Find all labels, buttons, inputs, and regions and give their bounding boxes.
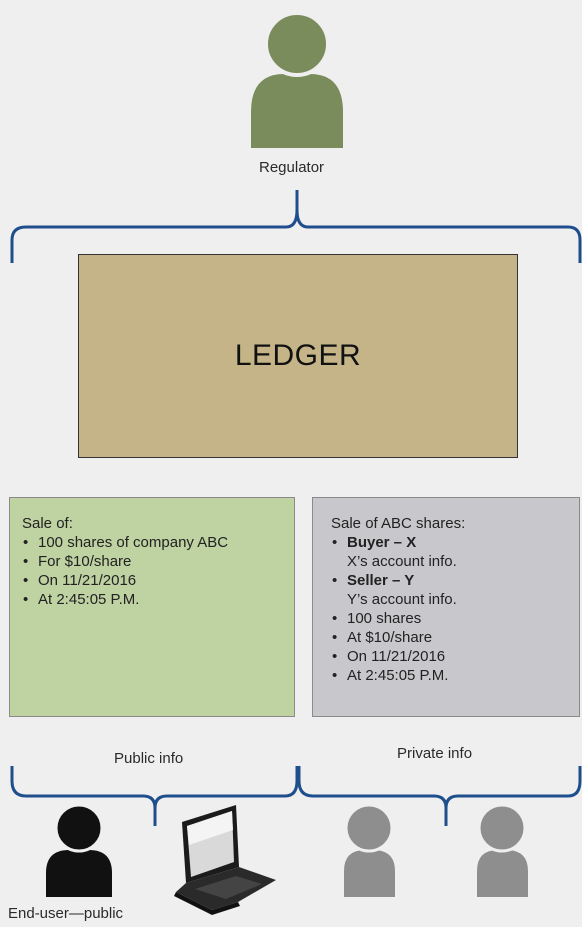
public-info-list: • 100 shares of company ABC • For $10/share… [22,533,284,609]
public-info-label: Public info [114,750,184,767]
laptop-icon [174,805,276,915]
private-user-1-head-outline [344,803,394,853]
bullet-icon: • [332,572,338,589]
private-user-1-icon [344,805,395,897]
private-info-item: • Seller – Y Y’s account info. [331,571,569,609]
public-info-item: • For $10/share [22,552,284,571]
private-user-2-head-outline [477,803,527,853]
private-info-item: • Buyer – X X’s account info. [331,533,569,571]
regulator-head-outline [264,11,330,77]
bullet-icon: • [332,667,338,684]
private-info-item-subtext: X’s account info. [347,553,457,570]
public-info-brace [10,766,299,826]
private-info-label: Private info [397,745,473,762]
private-info-item-text: At 2:45:05 P.M. [347,667,449,684]
end-user-head-outline [54,803,104,853]
private-info-brace [297,766,582,826]
public-info-box: Sale of: • 100 shares of company ABC • For … [9,497,295,717]
public-info-item-text: 100 shares of company ABC [38,534,229,551]
end-user-label: End-user—public [8,905,124,922]
bullet-icon: • [332,629,338,646]
private-info-item-subtext: Y’s account info. [347,591,457,608]
top-brace [10,190,582,263]
public-info-item: • On 11/21/2016 [22,571,284,590]
public-box-heading: Sale of: [22,515,73,532]
bullet-icon: • [332,648,338,665]
private-info-item-text: Seller – Y [347,572,415,589]
regulator-person-icon [251,13,343,148]
public-info-item: • At 2:45:05 P.M. [22,590,284,609]
bullet-icon: • [332,610,338,627]
private-info-item-text: 100 shares [347,610,422,627]
bullet-icon: • [23,534,29,551]
private-info-item: • On 11/21/2016 [331,647,569,666]
public-info-item-text: On 11/21/2016 [38,572,137,589]
private-info-item-text: At $10/share [347,629,433,646]
end-user-person-icon [46,805,112,897]
public-info-item: • 100 shares of company ABC [22,533,284,552]
bullet-icon: • [23,591,29,608]
ledger-box: LEDGER [78,254,518,458]
bullet-icon: • [23,553,29,570]
private-info-item: • At 2:45:05 P.M. [331,666,569,685]
ledger-title: LEDGER [234,339,362,372]
bullet-icon: • [332,534,338,551]
private-info-item: • At $10/share [331,628,569,647]
public-info-item-text: For $10/share [38,553,132,570]
public-info-item-text: At 2:45:05 P.M. [38,591,140,608]
bullet-icon: • [23,572,29,589]
private-box-heading: Sale of ABC shares: [331,515,466,532]
regulator-label: Regulator [259,159,325,176]
private-info-box: Sale of ABC shares: • Buyer – X X’s accoun… [312,497,580,717]
private-info-list: • Buyer – X X’s account info. • Seller – Y Y’… [331,533,569,685]
private-info-item-text: Buyer – X [347,534,417,551]
private-info-item-text: On 11/21/2016 [347,648,446,665]
private-info-item: • 100 shares [331,609,569,628]
private-user-2-icon [477,805,528,897]
